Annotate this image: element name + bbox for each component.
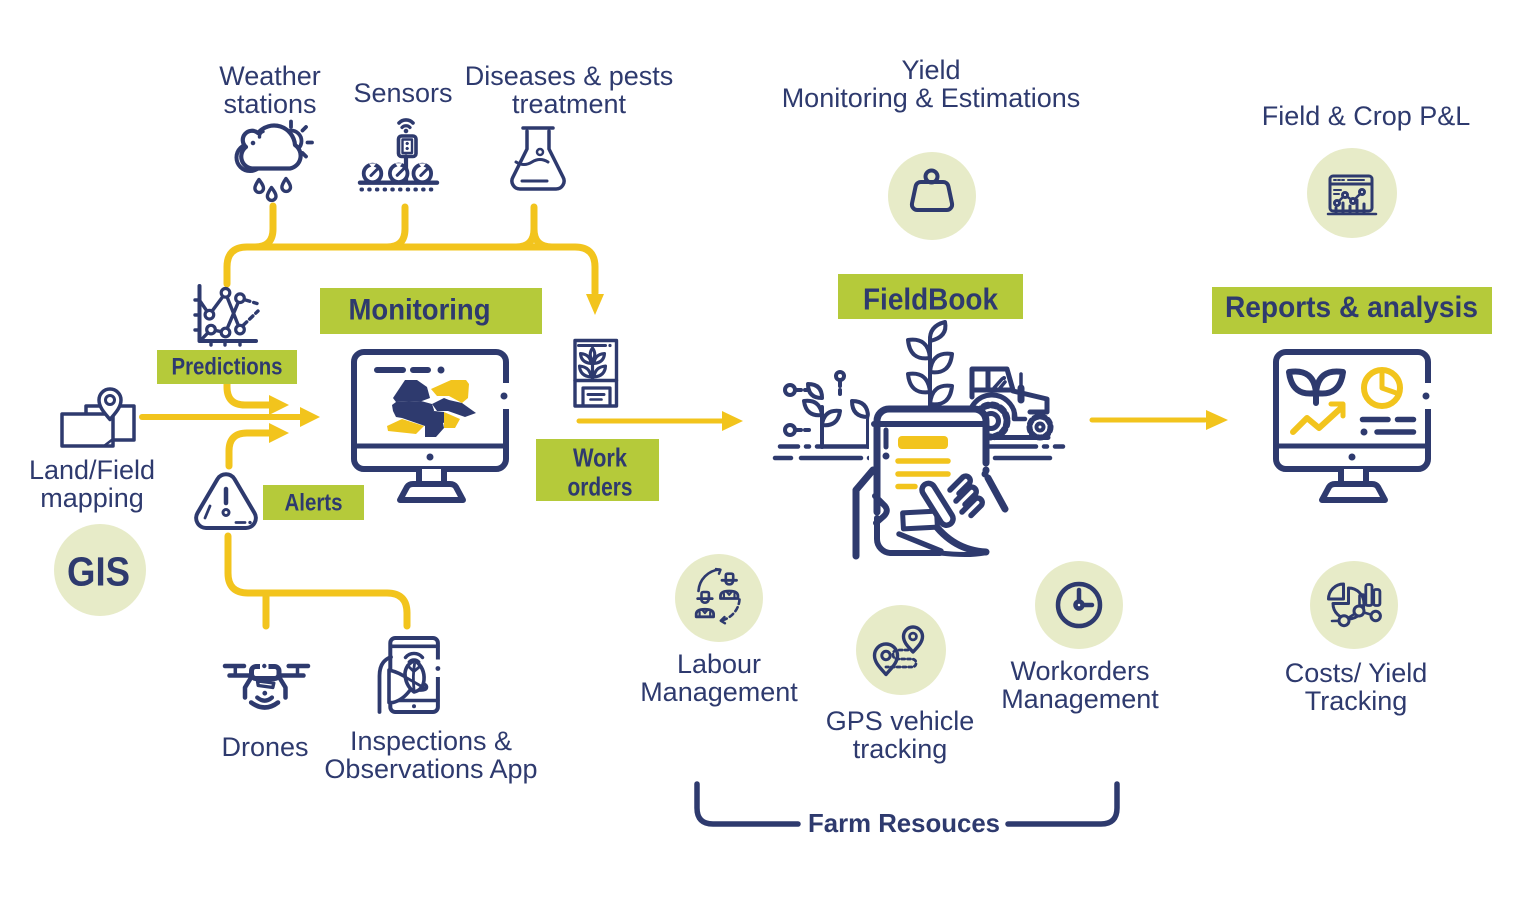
svg-text:GPS vehicle: GPS vehicle [826,706,975,736]
svg-text:Weather: Weather [219,61,321,91]
svg-text:FieldBook: FieldBook [863,282,999,317]
svg-text:Predictions: Predictions [172,354,283,381]
svg-text:Diseases & pests: Diseases & pests [465,61,674,91]
svg-text:Sensors: Sensors [353,78,452,108]
svg-text:tracking: tracking [853,734,948,764]
svg-text:mapping: mapping [40,483,144,513]
svg-text:orders: orders [568,472,633,502]
svg-text:Tracking: Tracking [1305,686,1408,716]
svg-text:Observations App: Observations App [324,754,537,784]
svg-text:Costs/ Yield: Costs/ Yield [1285,658,1428,688]
svg-text:Work: Work [573,443,627,473]
svg-text:treatment: treatment [512,89,627,119]
svg-text:Alerts: Alerts [285,490,343,517]
svg-text:Management: Management [1001,684,1159,714]
svg-text:Land/Field: Land/Field [29,455,155,485]
svg-text:Reports & analysis: Reports & analysis [1225,291,1478,324]
svg-text:Inspections &: Inspections & [350,726,512,756]
svg-text:Monitoring & Estimations: Monitoring & Estimations [782,83,1081,113]
svg-text:Drones: Drones [221,732,308,762]
svg-text:Management: Management [640,677,798,707]
svg-text:Monitoring: Monitoring [349,294,491,327]
svg-text:GIS: GIS [67,549,130,595]
svg-text:Farm Resouces: Farm Resouces [808,808,1000,838]
svg-text:Labour: Labour [677,649,761,679]
svg-text:stations: stations [223,89,316,119]
svg-text:Field & Crop P&L: Field & Crop P&L [1262,101,1471,131]
svg-text:Workorders: Workorders [1010,656,1149,686]
svg-text:Yield: Yield [901,55,960,85]
